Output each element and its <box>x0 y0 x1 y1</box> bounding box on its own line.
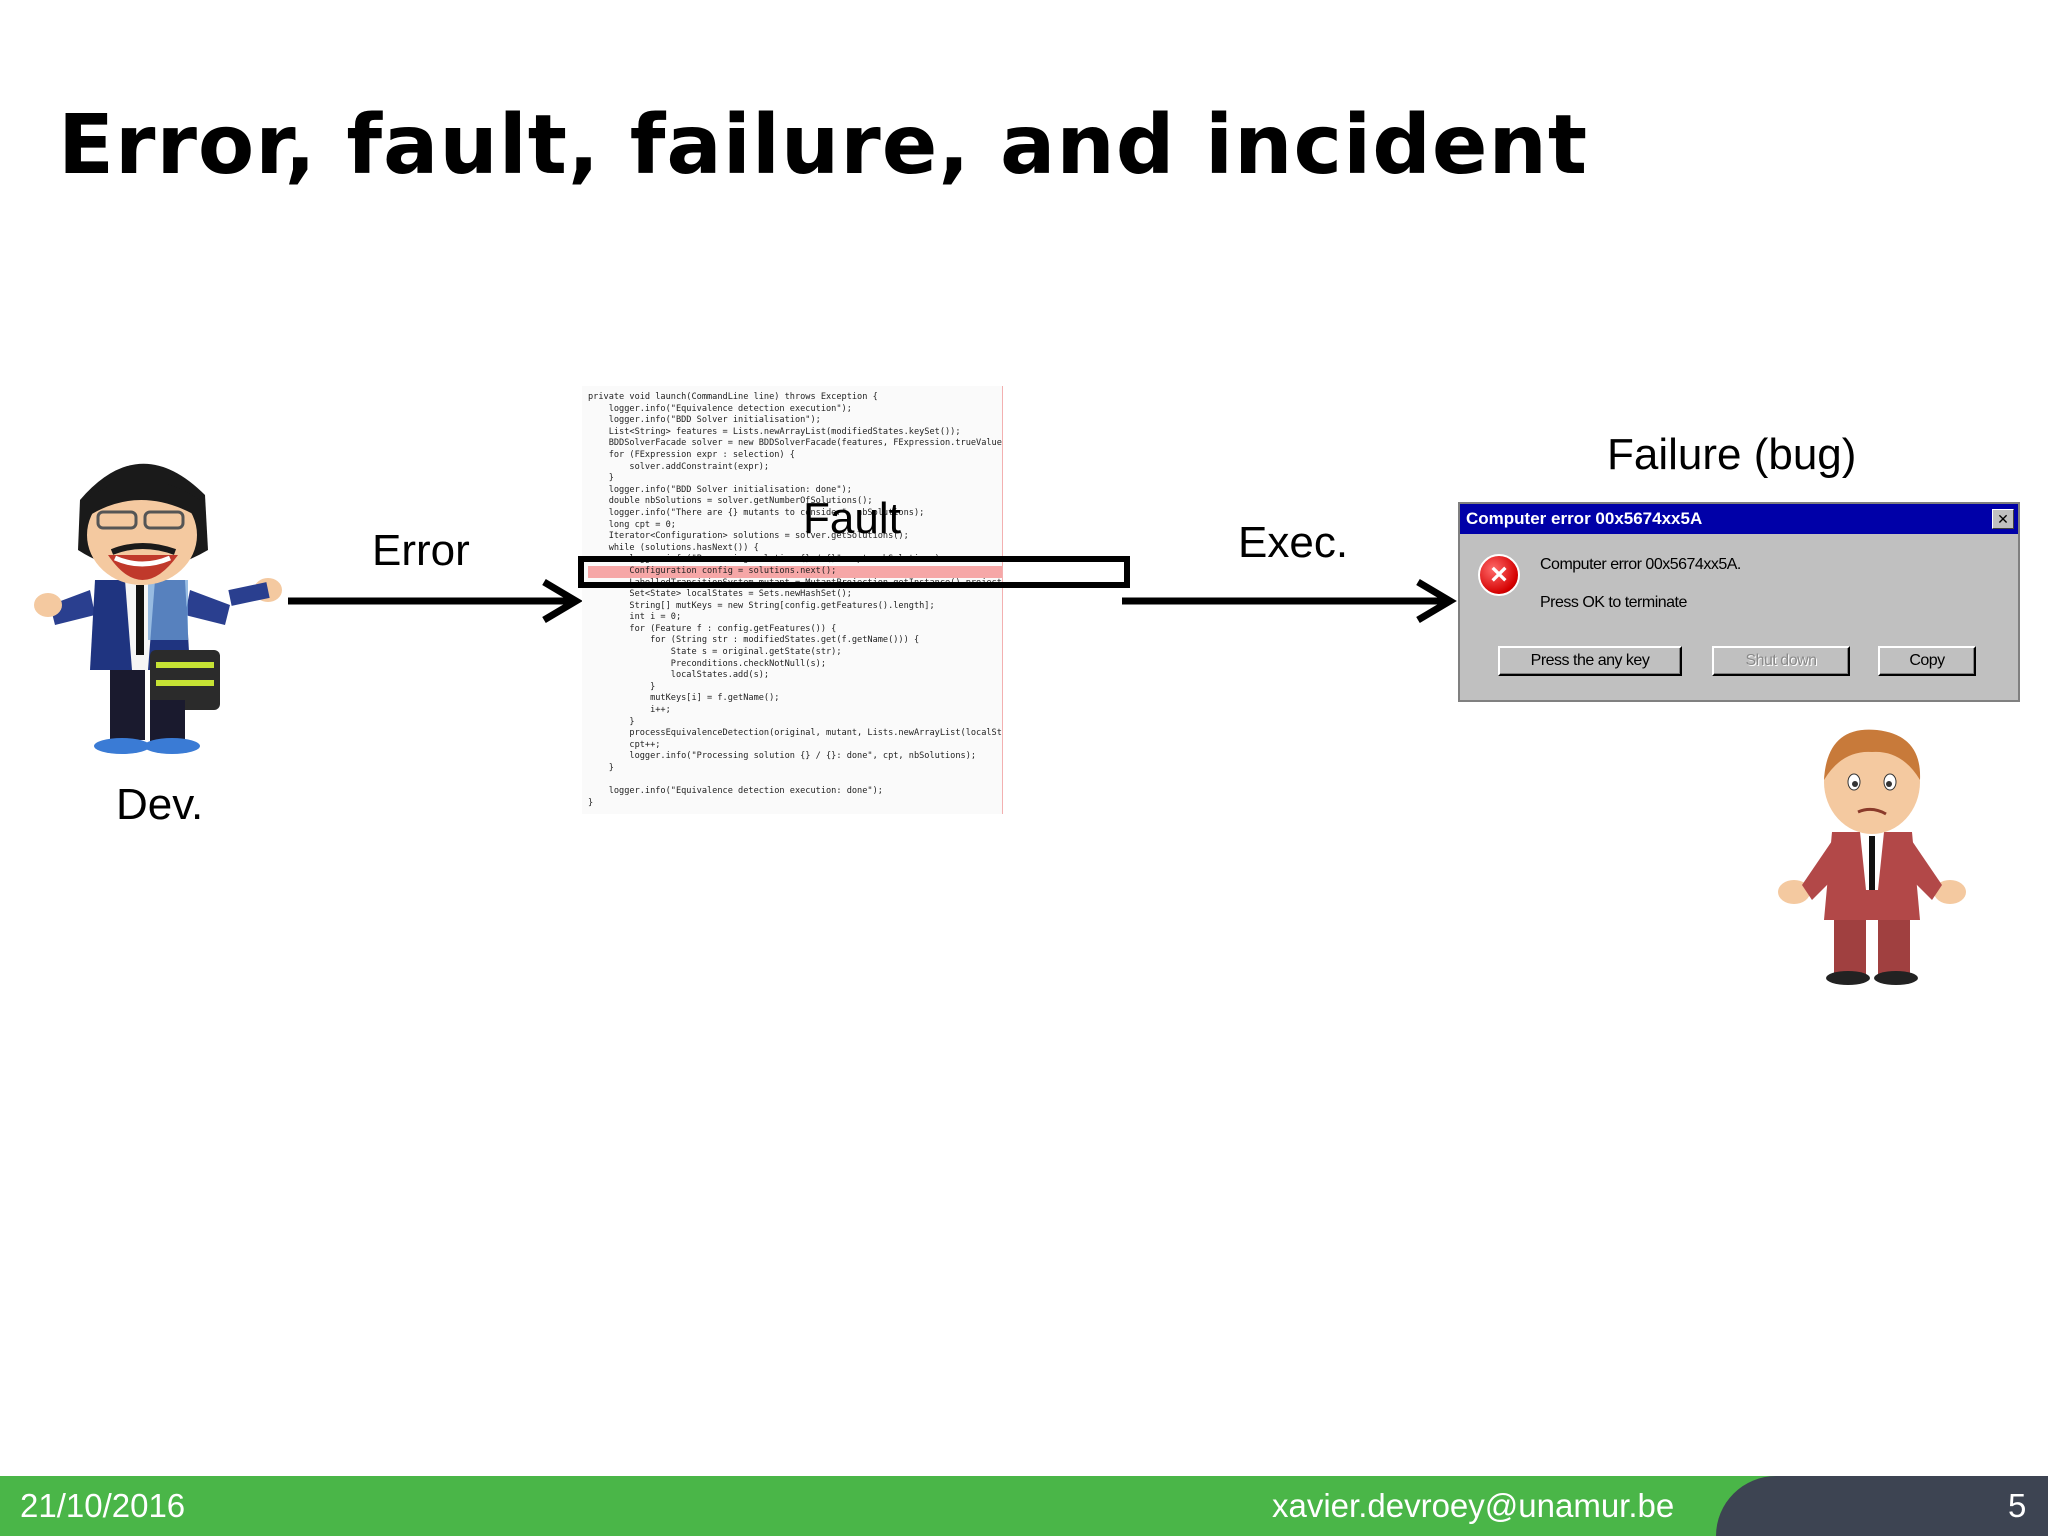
press-any-key-button[interactable]: Press the any key <box>1498 646 1682 676</box>
dev-label: Dev. <box>116 780 204 829</box>
code-line: for (Feature f : config.getFeatures()) { <box>588 623 837 634</box>
code-line: processEquivalenceDetection(original, mu… <box>629 728 1002 739</box>
dialog-titlebar: Computer error 00x5674xx5A ✕ <box>1460 504 2018 534</box>
page-number: 5 <box>2008 1487 2027 1524</box>
code-line: long cpt = 0; <box>588 519 676 530</box>
footer-bar <box>0 1476 2048 1536</box>
footer-date: 21/10/2016 <box>20 1487 186 1524</box>
code-line: logger.info("BDD Solver initialisation: … <box>588 484 852 495</box>
dialog-message-2: Press OK to terminate <box>1540 594 1687 611</box>
code-line: } <box>588 681 656 692</box>
code-line: for (FExpression expr : selection) { <box>588 449 795 460</box>
code-line: logger.info("Processing solution {} / {}… <box>588 751 977 762</box>
footer-email: xavier.devroey@unamur.be <box>1272 1487 1675 1524</box>
code-line: } <box>588 763 614 773</box>
code-line: } <box>588 473 614 484</box>
dialog-title: Computer error 00x5674xx5A <box>1466 509 1703 528</box>
code-line <box>588 775 1002 787</box>
code-line: logger.info("BDD Solver initialisation")… <box>588 415 821 426</box>
code-line: List<String> features = Lists.newArrayLi… <box>588 426 961 437</box>
code-line: logger.info("Equivalence detection execu… <box>588 786 883 797</box>
code-line: BDDSolverFacade solver = new BDDSolverFa… <box>588 438 1003 449</box>
code-line: Iterator<Configuration> solutions = solv… <box>588 531 909 542</box>
code-line: i++; <box>588 705 671 716</box>
confused-person-illustration <box>1778 729 1966 985</box>
developer-illustration <box>34 463 282 754</box>
error-arrow <box>288 578 583 624</box>
code-lines: private void launch(CommandLine line) th… <box>582 386 1002 809</box>
code-line: Configuration config = solutions.next(); <box>588 565 1002 578</box>
failure-label: Failure (bug) <box>1607 430 1857 479</box>
code-line: while (solutions.hasNext()) { <box>588 542 759 553</box>
code-line: logger.info("There are {} mutants to con… <box>588 507 925 518</box>
code-line: logger.info("Equivalence detection execu… <box>588 403 852 414</box>
dialog-message-1: Computer error 00x5674xx5A. <box>1540 556 1741 573</box>
code-line: State s = original.getState(str); <box>588 647 842 658</box>
exec-arrow <box>1122 578 1457 624</box>
code-line: localStates.add(s); <box>588 670 770 681</box>
code-line: } <box>588 797 594 808</box>
code-line: solver.addConstraint(expr); <box>588 461 770 472</box>
exec-label: Exec. <box>1238 518 1349 567</box>
code-line: private void launch(CommandLine line) th… <box>588 392 878 402</box>
error-dialog: Computer error 00x5674xx5A ✕ × Computer … <box>1458 502 2020 702</box>
code-line: Preconditions.checkNotNull(s); <box>588 658 826 669</box>
footer-page-tab <box>1716 1476 2048 1536</box>
error-label: Error <box>372 526 470 575</box>
code-line: } <box>588 716 635 727</box>
code-line: double nbSolutions = solver.getNumberOfS… <box>588 496 873 507</box>
fault-highlight-box <box>578 556 1130 588</box>
shut-down-button[interactable]: Shut down <box>1712 646 1850 676</box>
code-line: mutKeys[i] = f.getName(); <box>588 693 780 704</box>
error-icon: × <box>1478 554 1520 596</box>
code-line: cpt++; <box>588 739 661 750</box>
code-line: String[] mutKeys = new String[config.get… <box>588 600 935 611</box>
close-icon[interactable]: ✕ <box>1992 509 2014 529</box>
source-code-panel: private void launch(CommandLine line) th… <box>582 386 1003 814</box>
code-line: int i = 0; <box>588 612 682 623</box>
code-line: Set<State> localStates = Sets.newHashSet… <box>588 589 852 600</box>
code-line: for (String str : modifiedStates.get(f.g… <box>588 635 920 646</box>
slide-title: Error, fault, failure, and incident <box>58 98 1589 193</box>
copy-button[interactable]: Copy <box>1878 646 1976 676</box>
fault-label: Fault <box>803 494 901 543</box>
